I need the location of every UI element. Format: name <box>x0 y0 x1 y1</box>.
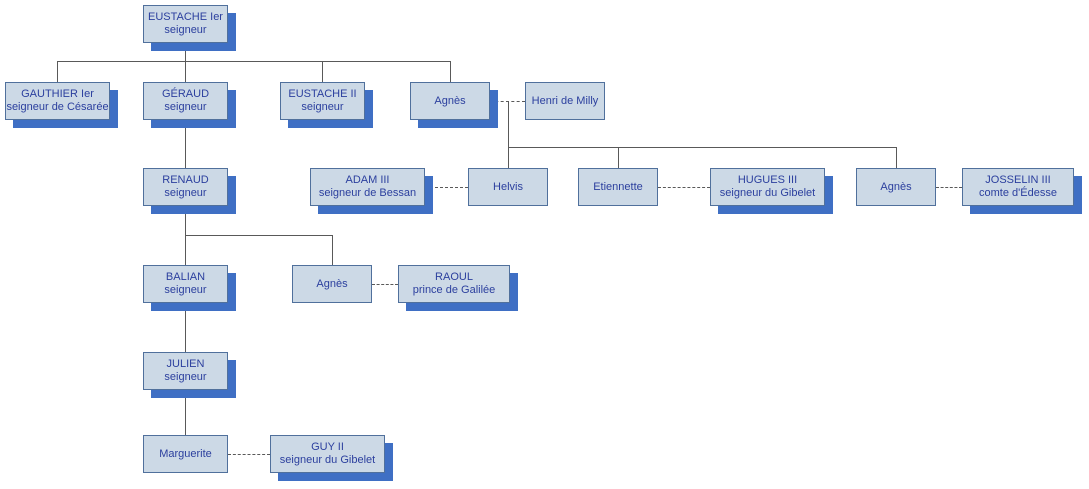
marriage-line <box>658 187 710 188</box>
person-name: GÉRAUD <box>161 88 210 100</box>
descent-line <box>185 61 186 82</box>
sibling-bus-line <box>508 147 897 148</box>
node-eustache-ii: EUSTACHE II seigneur <box>280 82 365 120</box>
person-name: GUY II <box>311 441 344 453</box>
descent-line <box>185 303 186 352</box>
person-title: seigneur de Bessan <box>318 187 417 199</box>
person-name: EUSTACHE II <box>288 88 357 100</box>
node-gauthier-ier: GAUTHIER Ier seigneur de Césarée <box>5 82 110 120</box>
descent-line <box>322 61 323 82</box>
node-agnes-1: Agnès <box>410 82 490 120</box>
descent-line <box>508 101 509 147</box>
person-name: BALIAN <box>165 271 206 283</box>
node-helvis: Helvis <box>468 168 548 206</box>
person-name: Agnès <box>316 277 348 290</box>
person-title: seigneur <box>164 284 207 296</box>
person-title: seigneur <box>164 371 207 383</box>
node-adam-iii: ADAM III seigneur de Bessan <box>310 168 425 206</box>
descent-line <box>185 120 186 168</box>
person-title: seigneur <box>164 101 207 113</box>
node-eustache-ier: EUSTACHE Ier seigneur <box>143 5 228 43</box>
person-name: Henri de Milly <box>531 94 599 107</box>
node-henri-de-milly: Henri de Milly <box>525 82 605 120</box>
node-josselin-iii: JOSSELIN III comte d'Édesse <box>962 168 1074 206</box>
descent-line <box>618 147 619 168</box>
node-balian: BALIAN seigneur <box>143 265 228 303</box>
person-name: RENAUD <box>162 174 209 186</box>
descent-line <box>185 43 186 61</box>
descent-line <box>57 61 58 82</box>
person-name: JOSSELIN III <box>985 174 1051 186</box>
node-geraud: GÉRAUD seigneur <box>143 82 228 120</box>
descent-line <box>508 147 509 168</box>
person-name: RAOUL <box>435 271 473 283</box>
node-julien: JULIEN seigneur <box>143 352 228 390</box>
marriage-line <box>425 187 468 188</box>
node-guy-ii: GUY II seigneur du Gibelet <box>270 435 385 473</box>
person-name: Helvis <box>493 180 523 193</box>
node-agnes-2: Agnès <box>856 168 936 206</box>
person-title: seigneur du Gibelet <box>719 187 816 199</box>
node-hugues-iii: HUGUES III seigneur du Gibelet <box>710 168 825 206</box>
descent-line <box>450 61 451 82</box>
node-raoul: RAOUL prince de Galilée <box>398 265 510 303</box>
person-name: Etiennette <box>593 180 643 193</box>
person-name: ADAM III <box>345 174 390 186</box>
marriage-line <box>936 187 962 188</box>
person-title: prince de Galilée <box>412 284 496 296</box>
descent-line <box>185 390 186 435</box>
sibling-bus-line <box>57 61 451 62</box>
descent-line <box>896 147 897 168</box>
person-title: seigneur du Gibelet <box>279 454 376 466</box>
person-title: seigneur <box>164 24 207 36</box>
marriage-line <box>228 454 270 455</box>
node-agnes-3: Agnès <box>292 265 372 303</box>
descent-line <box>185 206 186 235</box>
sibling-bus-line <box>185 235 333 236</box>
person-title: seigneur de Césarée <box>6 101 109 113</box>
person-name: Agnès <box>880 180 912 193</box>
node-marguerite: Marguerite <box>143 435 228 473</box>
person-name: HUGUES III <box>737 174 798 186</box>
person-name: Marguerite <box>159 447 212 460</box>
person-title: seigneur <box>301 101 344 113</box>
person-name: Agnès <box>434 94 466 107</box>
descent-line <box>332 235 333 265</box>
person-name: JULIEN <box>166 358 205 370</box>
person-name: GAUTHIER Ier <box>21 88 94 100</box>
marriage-line <box>490 101 525 102</box>
node-renaud: RENAUD seigneur <box>143 168 228 206</box>
person-title: seigneur <box>164 187 207 199</box>
node-etiennette: Etiennette <box>578 168 658 206</box>
person-title: comte d'Édesse <box>979 187 1057 199</box>
marriage-line <box>372 284 398 285</box>
person-name: EUSTACHE Ier <box>148 11 223 23</box>
descent-line <box>185 235 186 265</box>
